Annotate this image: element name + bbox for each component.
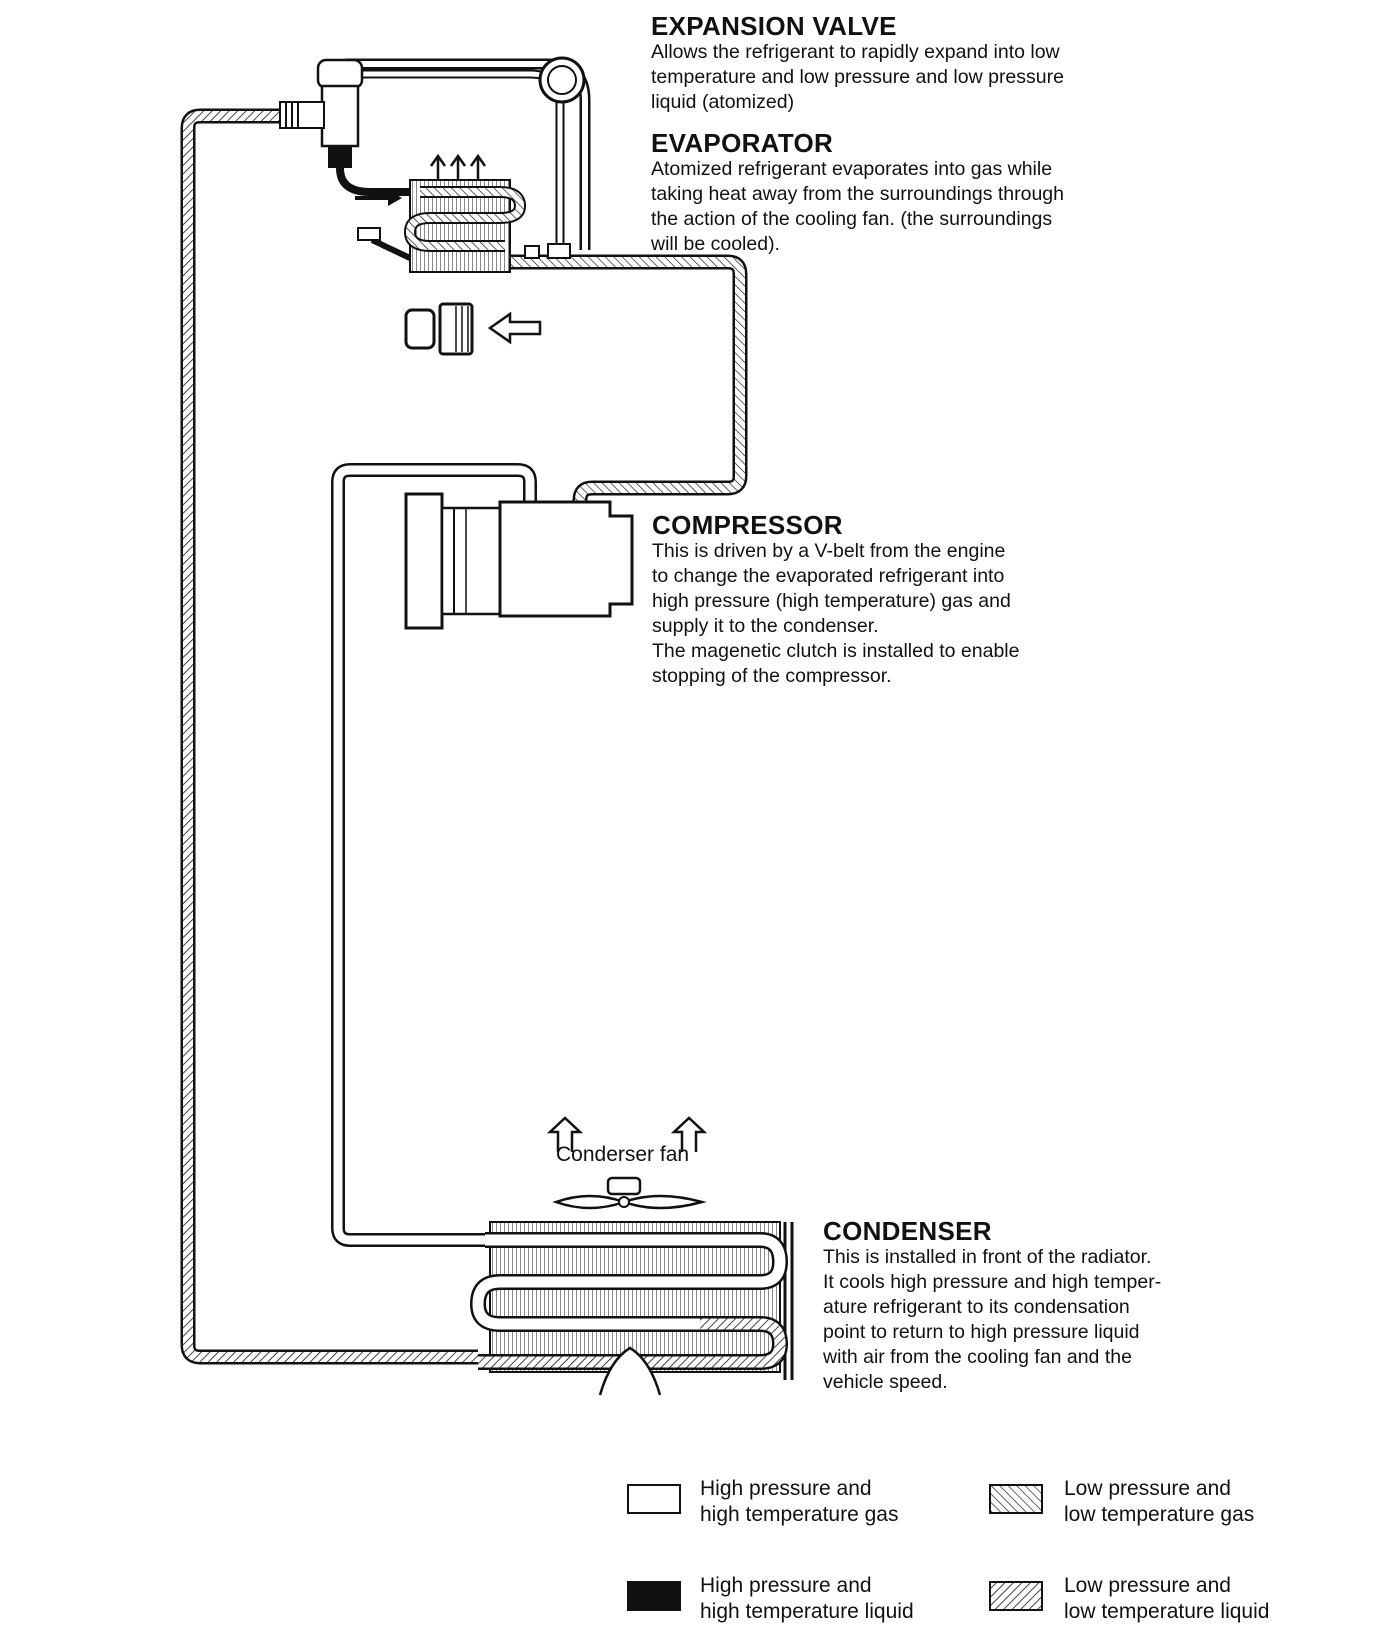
legend-swatch-hp-liquid bbox=[627, 1581, 681, 1611]
suction-line bbox=[500, 254, 748, 508]
description-line: Atomized refrigerant evaporates into gas… bbox=[651, 158, 1053, 180]
condenser-fan-label: Conderser fan bbox=[556, 1143, 690, 1166]
condenser-fan bbox=[546, 1116, 708, 1210]
description-line: will be cooled). bbox=[651, 233, 780, 255]
legend-swatch-lp-liquid bbox=[989, 1581, 1043, 1611]
condenser-title: CONDENSER bbox=[823, 1216, 992, 1246]
legend-item-hp-liquid: High pressure and high temperature liqui… bbox=[700, 1573, 914, 1625]
description-line: taking heat away from the surroundings t… bbox=[651, 183, 1064, 205]
expansion-valve bbox=[279, 58, 420, 196]
evaporator bbox=[355, 153, 527, 273]
description-line: stopping of the compressor. bbox=[652, 665, 892, 687]
legend-line: Low pressure and bbox=[1064, 1477, 1231, 1500]
description-line: It cools high pressure and high temper- bbox=[823, 1271, 1162, 1293]
description-line: The magenetic clutch is installed to ena… bbox=[652, 640, 1020, 662]
compressor-description: COMPRESSOR This is driven by a V-belt fr… bbox=[652, 511, 1019, 689]
description-line: to change the evaporated refrigerant int… bbox=[652, 565, 1005, 587]
legend-item-lp-liquid: Low pressure and low temperature liquid bbox=[1064, 1573, 1269, 1625]
legend-item-lp-gas: Low pressure and low temperature gas bbox=[1064, 1476, 1254, 1528]
compressor-title: COMPRESSOR bbox=[652, 510, 843, 540]
legend-line: Low pressure and bbox=[1064, 1574, 1231, 1597]
description-line: temperature and low pressure and low pre… bbox=[651, 66, 1064, 88]
description-line: vehicle speed. bbox=[823, 1371, 948, 1393]
discharge-line bbox=[331, 463, 537, 1247]
liquid-line bbox=[180, 108, 478, 1365]
legend-line: high temperature liquid bbox=[700, 1600, 914, 1623]
description-line: ature refrigerant to its condensation bbox=[823, 1296, 1130, 1318]
description-line: the action of the cooling fan. (the surr… bbox=[651, 208, 1053, 230]
description-line: liquid (atomized) bbox=[651, 91, 795, 113]
expansion-valve-description: EXPANSION VALVE Allows the refrigerant t… bbox=[651, 12, 1064, 115]
description-line: This is installed in front of the radiat… bbox=[823, 1246, 1152, 1268]
description-line: Allows the refrigerant to rapidly expand… bbox=[651, 41, 1060, 63]
legend-swatch-hp-gas bbox=[627, 1484, 681, 1514]
legend-swatch-lp-gas bbox=[989, 1484, 1043, 1514]
description-line: with air from the cooling fan and the bbox=[823, 1346, 1132, 1368]
legend-line: High pressure and bbox=[700, 1477, 872, 1500]
legend-line: high temperature gas bbox=[700, 1503, 899, 1526]
condenser-description: CONDENSER This is installed in front of … bbox=[823, 1217, 1161, 1395]
equalizer-tube bbox=[345, 56, 591, 259]
evaporator-description: EVAPORATOR Atomized refrigerant evaporat… bbox=[651, 129, 1064, 257]
evaporator-title: EVAPORATOR bbox=[651, 128, 834, 158]
description-line: This is driven by a V-belt from the engi… bbox=[652, 540, 1006, 562]
legend-line: High pressure and bbox=[700, 1574, 872, 1597]
expansion-valve-title: EXPANSION VALVE bbox=[651, 11, 897, 41]
legend-item-hp-gas: High pressure and high temperature gas bbox=[700, 1476, 898, 1528]
description-line: point to return to high pressure liquid bbox=[823, 1321, 1140, 1343]
compressor bbox=[404, 492, 634, 630]
legend-line: low temperature liquid bbox=[1064, 1600, 1270, 1623]
description-line: high pressure (high temperature) gas and bbox=[652, 590, 1011, 612]
legend-line: low temperature gas bbox=[1064, 1503, 1255, 1526]
description-line: supply it to the condenser. bbox=[652, 615, 879, 637]
cooling-fan bbox=[404, 302, 542, 356]
condenser bbox=[469, 1221, 794, 1396]
